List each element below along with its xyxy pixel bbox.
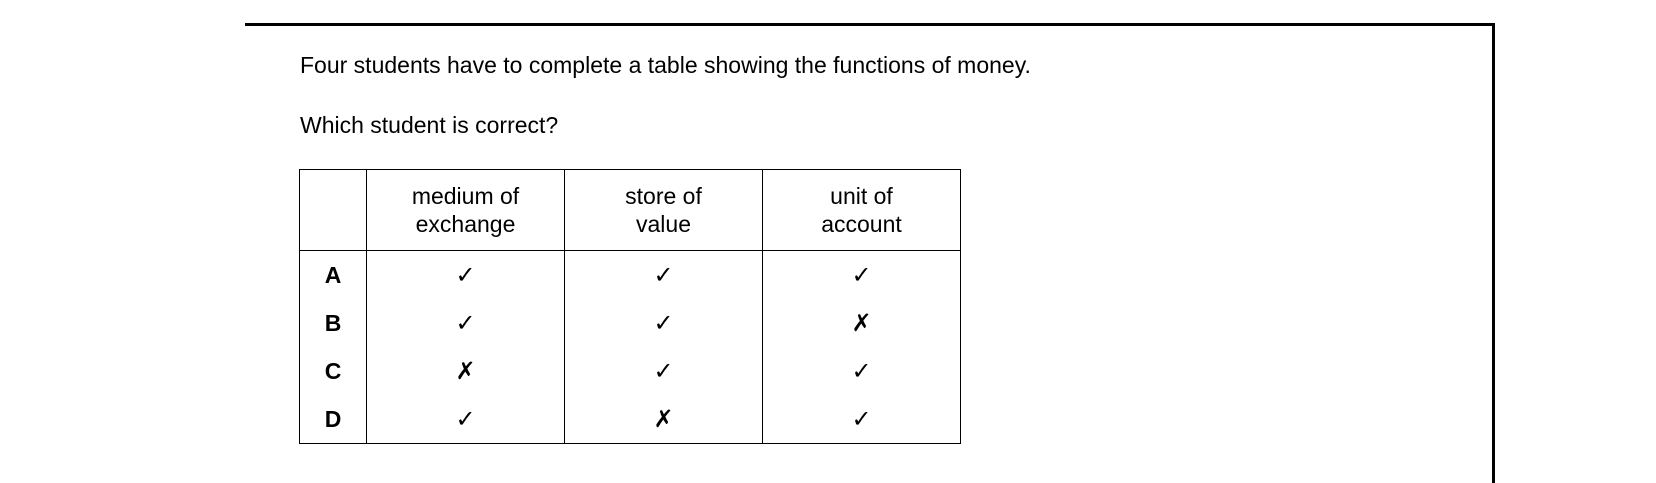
cross-icon: ✗ — [851, 309, 872, 337]
table-header-row: medium of exchange store of value unit o… — [299, 169, 961, 251]
header-cell: store of value — [564, 169, 763, 251]
table-row: D ✓ ✗ ✓ — [299, 395, 961, 444]
row-label: C — [299, 347, 367, 395]
mark-cell: ✗ — [564, 395, 763, 444]
header-cell: medium of exchange — [366, 169, 565, 251]
mark-cell: ✓ — [564, 250, 763, 299]
frame-top-border — [245, 23, 1495, 26]
question-text: Four students have to complete a table s… — [300, 52, 1031, 78]
check-icon: ✓ — [851, 405, 872, 433]
mark-cell: ✓ — [366, 250, 565, 299]
check-icon: ✓ — [455, 309, 476, 337]
mark-cell: ✓ — [762, 250, 961, 299]
check-icon: ✓ — [851, 357, 872, 385]
row-label: B — [299, 299, 367, 347]
table-row: B ✓ ✓ ✗ — [299, 299, 961, 347]
mark-cell: ✓ — [762, 347, 961, 395]
mark-cell: ✓ — [564, 347, 763, 395]
check-icon: ✓ — [653, 309, 674, 337]
question-prompt: Which student is correct? — [300, 112, 559, 138]
header-blank-cell — [299, 169, 367, 251]
row-label: D — [299, 395, 367, 444]
frame-right-border — [1492, 23, 1495, 483]
header-medium-of-exchange: medium of exchange — [411, 183, 520, 237]
check-icon: ✓ — [653, 357, 674, 385]
mark-cell: ✓ — [366, 299, 565, 347]
table-row: C ✗ ✓ ✓ — [299, 347, 961, 395]
mark-cell: ✓ — [762, 395, 961, 444]
header-cell: unit of account — [762, 169, 961, 251]
cross-icon: ✗ — [653, 405, 674, 433]
mark-cell: ✓ — [366, 395, 565, 444]
cross-icon: ✗ — [455, 357, 476, 385]
check-icon: ✓ — [653, 261, 674, 289]
check-icon: ✓ — [851, 261, 872, 289]
check-icon: ✓ — [455, 261, 476, 289]
mark-cell: ✗ — [762, 299, 961, 347]
header-store-of-value: store of value — [625, 183, 702, 237]
functions-of-money-table: medium of exchange store of value unit o… — [299, 169, 961, 444]
mark-cell: ✗ — [366, 347, 565, 395]
row-label: A — [299, 250, 367, 299]
table-row: A ✓ ✓ ✓ — [299, 250, 961, 299]
check-icon: ✓ — [455, 405, 476, 433]
header-unit-of-account: unit of account — [821, 183, 902, 237]
mark-cell: ✓ — [564, 299, 763, 347]
